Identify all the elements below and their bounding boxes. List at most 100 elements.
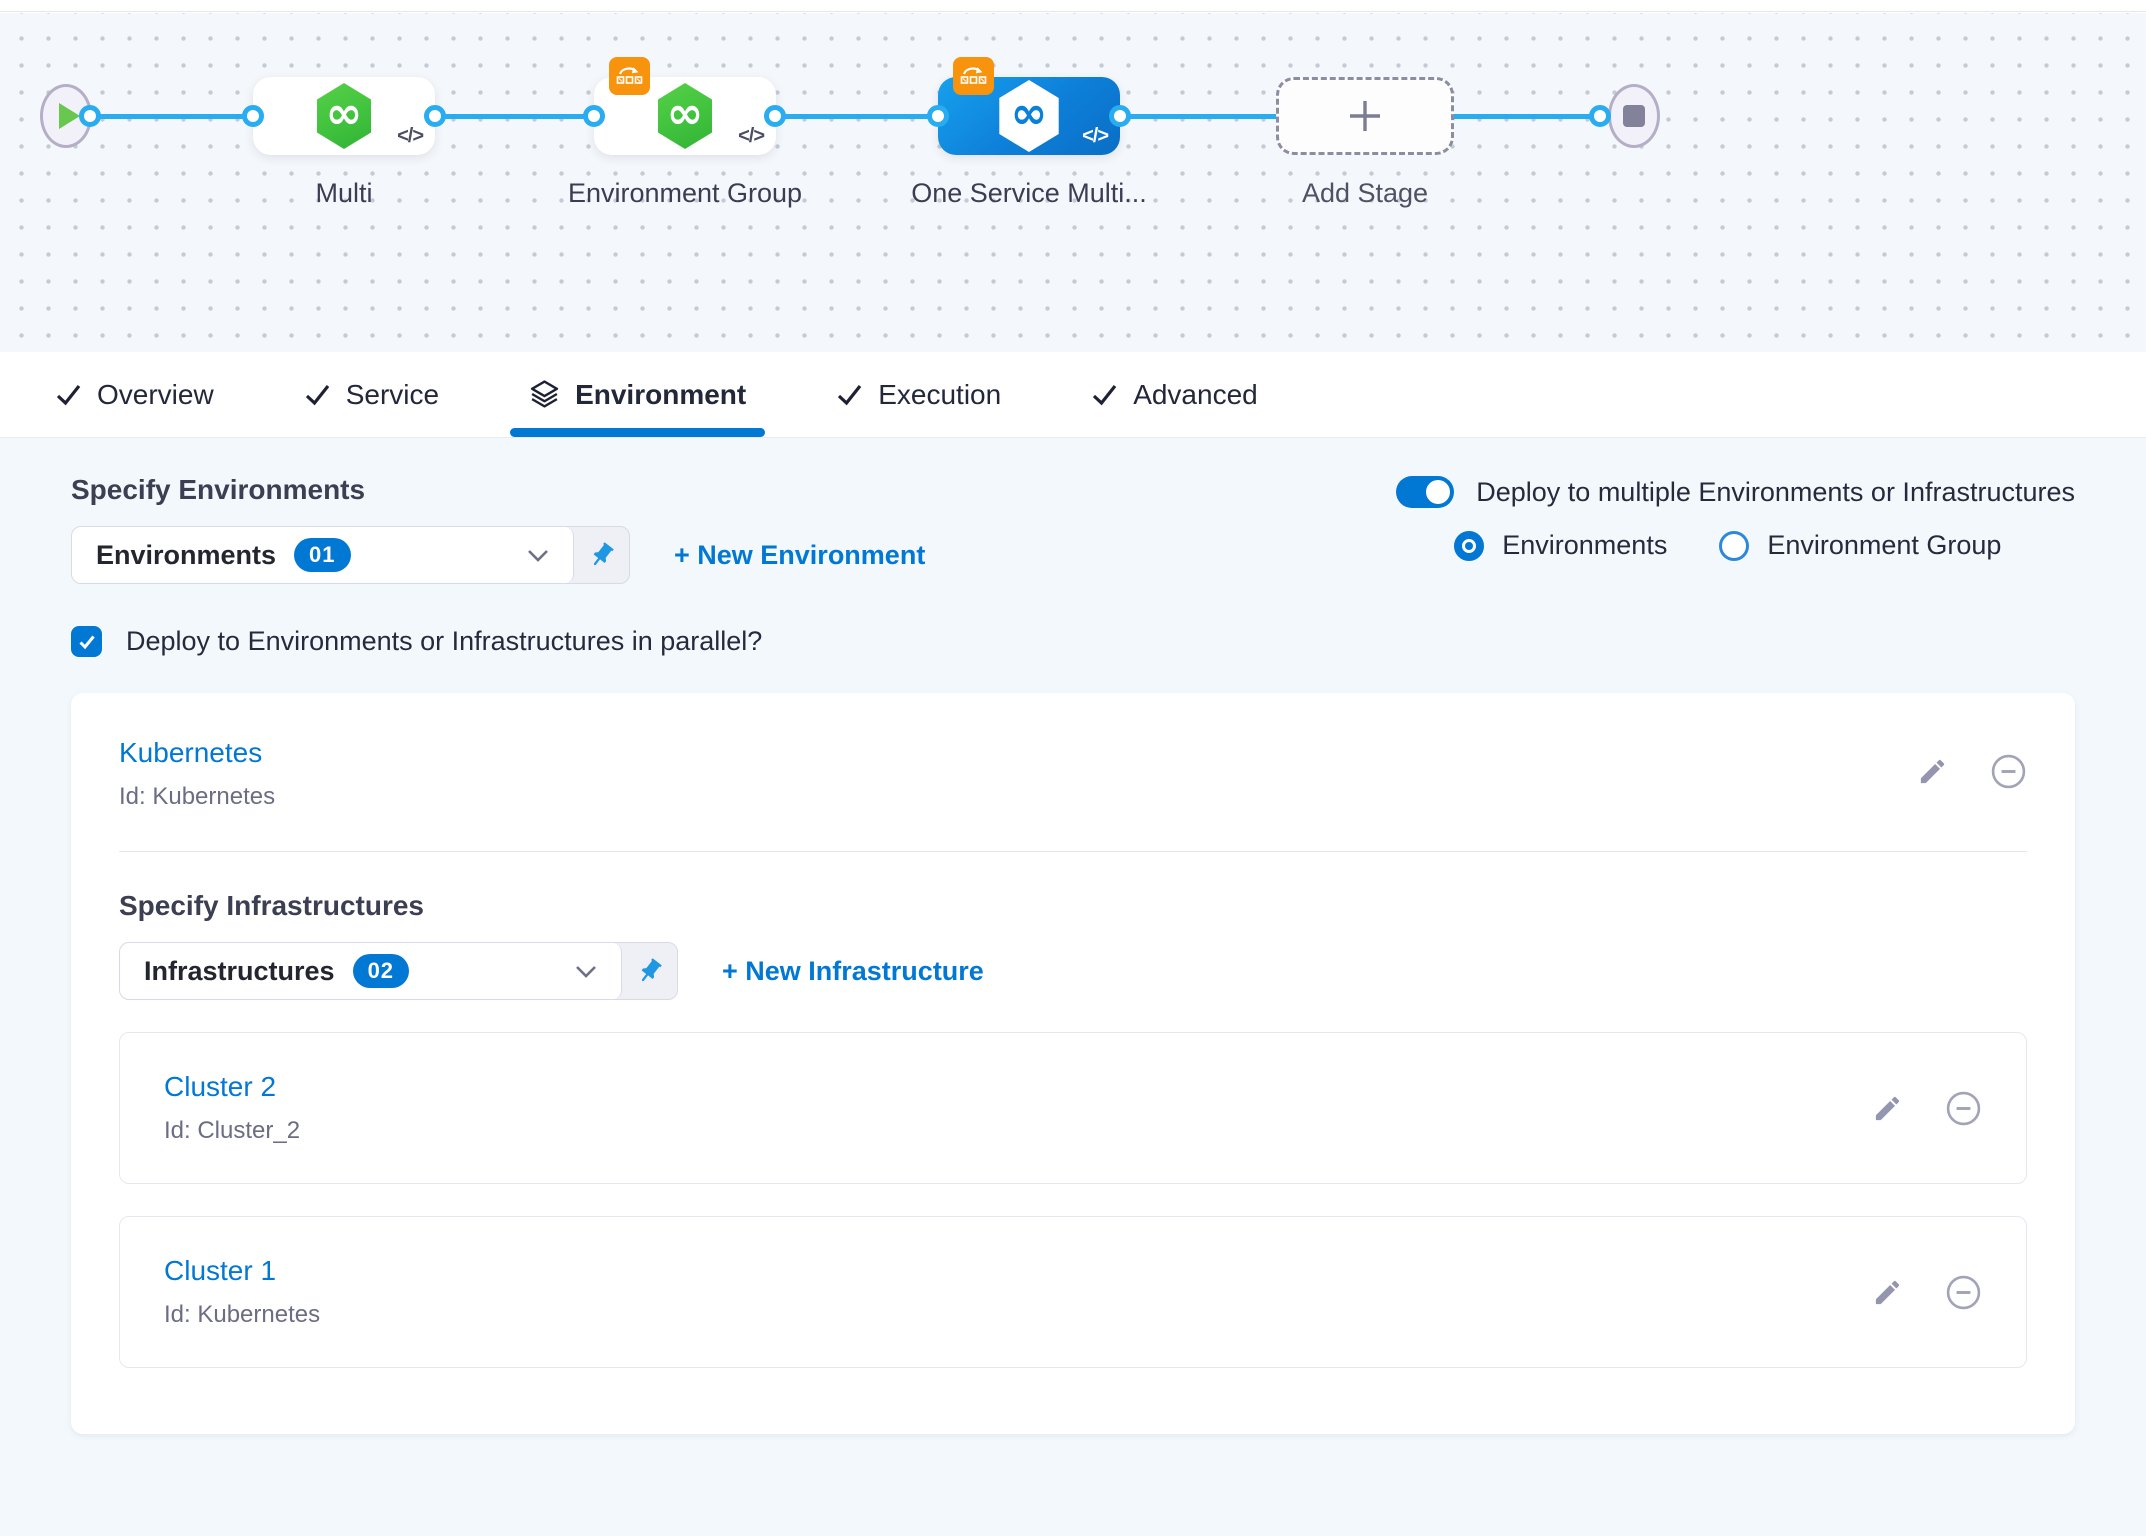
plus-icon <box>1350 101 1380 131</box>
code-icon: </> <box>397 125 424 147</box>
tab-overview[interactable]: Overview <box>34 352 235 437</box>
remove-infrastructure-button[interactable] <box>1945 1090 1982 1127</box>
play-icon <box>58 103 80 129</box>
add-stage-label: Add Stage <box>1301 178 1429 208</box>
check-icon <box>1093 385 1117 406</box>
toggle-knob <box>1426 480 1451 504</box>
link-port[interactable] <box>79 105 101 127</box>
chevron-down-icon <box>576 965 596 978</box>
deploy-multiple-toggle-label: Deploy to multiple Environments or Infra… <box>1476 476 2075 507</box>
infrastructures-select[interactable]: Infrastructures 02 <box>120 943 622 999</box>
tab-label: Execution <box>878 378 1002 410</box>
infinity-glyph: ∞ <box>666 88 704 139</box>
stage-tabbar: Overview Service Environment Execution A… <box>0 352 2146 438</box>
check-icon <box>78 635 95 649</box>
deploy-multiple-toggle[interactable] <box>1396 476 1455 508</box>
environment-name-link[interactable]: Kubernetes <box>119 737 263 768</box>
connector-line <box>90 114 253 119</box>
pencil-icon <box>1875 1280 1900 1304</box>
infinity-glyph: ∞ <box>1010 88 1048 139</box>
pencil-icon <box>1920 759 1945 784</box>
pin-runtime-input-button[interactable] <box>622 943 677 999</box>
environment-card-header: Kubernetes Id: Kubernetes <box>119 737 2027 811</box>
canvas-dot-grid <box>0 13 2146 352</box>
radio-environments[interactable]: Environments <box>1454 530 1667 561</box>
check-icon <box>838 385 862 406</box>
propagate-badge-icon <box>609 57 650 95</box>
code-icon: </> <box>1082 125 1109 147</box>
link-port[interactable] <box>583 105 605 127</box>
link-port[interactable] <box>424 105 446 127</box>
infrastructure-card-cluster-1: Cluster 1 Id: Kubernetes <box>119 1216 2027 1368</box>
tab-execution[interactable]: Execution <box>815 352 1022 437</box>
new-environment-link[interactable]: + New Environment <box>674 539 926 570</box>
edit-environment-button[interactable] <box>1917 756 1948 787</box>
specify-environments-header: Specify Environments <box>71 474 366 505</box>
link-port[interactable] <box>242 105 264 127</box>
infrastructure-id: Id: Kubernetes <box>164 1301 321 1328</box>
link-port[interactable] <box>764 105 786 127</box>
environments-select[interactable]: Environments 01 <box>72 527 574 583</box>
environments-select-group: Environments 01 <box>71 526 630 584</box>
canvas-top-strip <box>0 0 2146 12</box>
edit-infrastructure-button[interactable] <box>1872 1277 1903 1308</box>
stage-node-environment-group[interactable]: ∞ </> <box>594 57 776 155</box>
stop-icon <box>1623 105 1645 127</box>
infrastructure-name-link[interactable]: Cluster 2 <box>164 1071 277 1102</box>
tab-service[interactable]: Service <box>283 352 460 437</box>
infrastructures-select-value: Infrastructures <box>144 955 335 986</box>
harness-cd-icon: ∞ <box>317 83 371 149</box>
parallel-checkbox[interactable] <box>71 626 102 657</box>
connector-line <box>435 114 594 119</box>
edit-infrastructure-button[interactable] <box>1872 1093 1903 1124</box>
minus-circle-icon <box>1946 1275 1981 1309</box>
infrastructure-id: Id: Cluster_2 <box>164 1117 301 1144</box>
check-icon <box>56 385 81 406</box>
link-port[interactable] <box>1109 105 1131 127</box>
code-icon: </> <box>738 125 765 147</box>
environment-layers-icon <box>530 380 559 408</box>
divider <box>119 851 2027 852</box>
tab-label: Environment <box>575 378 747 410</box>
new-infrastructure-link[interactable]: + New Infrastructure <box>722 955 984 986</box>
stage-label-one-service-multi: One Service Multi... <box>911 178 1147 208</box>
stage-label-environment-group: Environment Group <box>567 178 803 208</box>
harness-cd-icon: ∞ <box>999 80 1059 152</box>
environment-tab-content: Specify Environments Environments 01 <box>0 438 2146 1434</box>
remove-infrastructure-button[interactable] <box>1945 1274 1982 1311</box>
radio-environment-group[interactable]: Environment Group <box>1719 530 2001 561</box>
tab-label: Overview <box>97 378 214 410</box>
infrastructures-select-group: Infrastructures 02 <box>119 942 678 1000</box>
link-port[interactable] <box>1589 105 1611 127</box>
pin-icon <box>593 542 614 566</box>
minus-circle-icon <box>1946 1091 1981 1125</box>
radio-selected-icon <box>1454 530 1485 561</box>
pin-runtime-input-button[interactable] <box>574 527 629 583</box>
environments-select-value: Environments <box>96 539 277 570</box>
pin-icon <box>641 958 662 982</box>
infrastructure-card-cluster-2: Cluster 2 Id: Cluster_2 <box>119 1032 2027 1184</box>
tab-label: Service <box>345 378 440 410</box>
tab-environment[interactable]: Environment <box>508 352 767 437</box>
minus-circle-icon <box>1991 754 2026 789</box>
parallel-checkbox-label: Deploy to Environments or Infrastructure… <box>126 626 763 656</box>
tab-advanced[interactable]: Advanced <box>1070 352 1279 437</box>
propagate-badge-icon <box>953 57 994 95</box>
add-stage-button[interactable] <box>1276 77 1454 155</box>
specify-infrastructures-header: Specify Infrastructures <box>119 890 424 921</box>
tab-label: Advanced <box>1133 378 1258 410</box>
harness-cd-icon: ∞ <box>658 83 712 149</box>
pipeline-end-node <box>1608 84 1660 148</box>
environment-panel: Kubernetes Id: Kubernetes Specify In <box>71 693 2075 1434</box>
link-port[interactable] <box>927 105 949 127</box>
infrastructure-name-link[interactable]: Cluster 1 <box>164 1255 277 1286</box>
radio-environment-group-label: Environment Group <box>1767 530 2002 560</box>
pipeline-canvas: ∞ </> Multi ∞ </> Environment Group <box>0 0 2146 352</box>
infrastructures-count-badge: 02 <box>352 954 410 988</box>
stage-node-one-service-multi[interactable]: ∞ </> <box>938 57 1120 155</box>
remove-environment-button[interactable] <box>1990 753 2027 790</box>
check-icon <box>305 385 329 406</box>
pencil-icon <box>1875 1096 1900 1120</box>
stage-node-multi[interactable]: ∞ </> <box>253 77 435 155</box>
radio-unselected-icon <box>1719 530 1750 561</box>
